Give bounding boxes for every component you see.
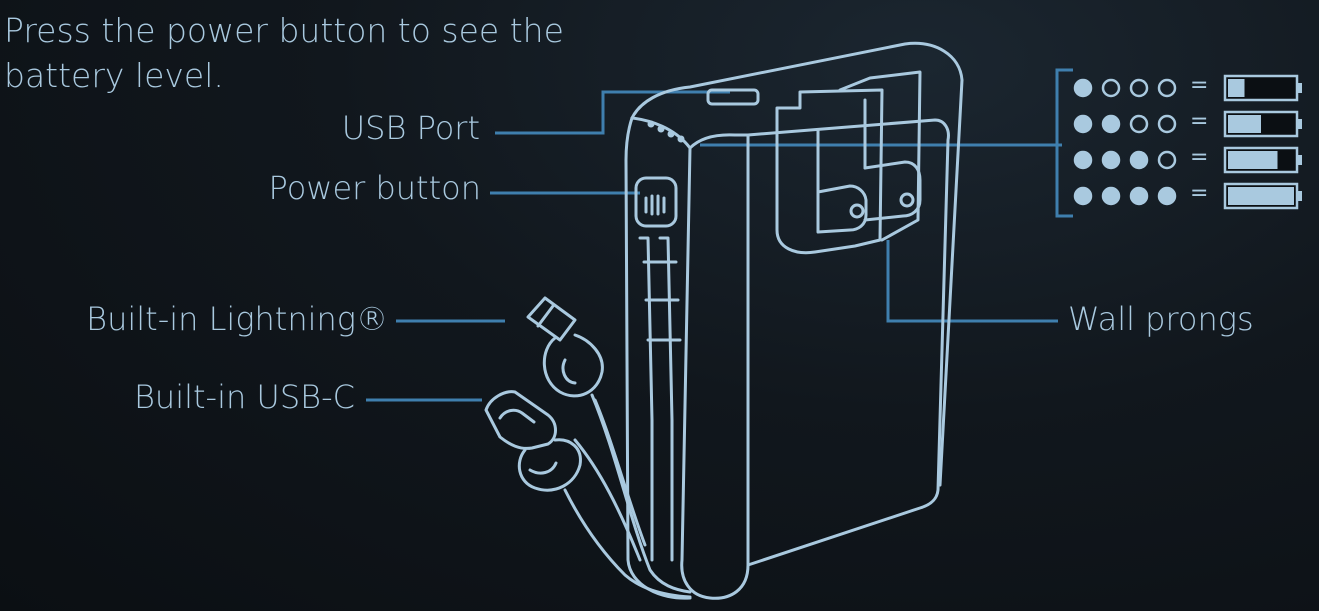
indicator-dot-off — [1157, 78, 1177, 98]
battery-fill — [1228, 79, 1245, 97]
leader-lines — [366, 68, 1073, 402]
battery-tip — [1297, 155, 1302, 165]
legend-equals: = — [1190, 145, 1209, 170]
legend-row — [1073, 182, 1302, 210]
battery-fill — [1228, 187, 1294, 205]
lightning-label: Built-in Lightning® — [86, 300, 388, 338]
body-side-inner — [630, 116, 692, 150]
legend-row — [1073, 146, 1302, 174]
indicator-dot-lit — [1073, 114, 1093, 134]
indicator-dot-lit — [1073, 150, 1093, 170]
legend-equals: = — [1190, 181, 1209, 206]
indicator-dot-lit — [1101, 186, 1121, 206]
usb-port — [706, 88, 760, 106]
indicator-dot-off — [1129, 78, 1149, 98]
indicator-dot-off — [1101, 78, 1121, 98]
legend-equals: = — [1190, 109, 1209, 134]
indicator-dot-lit — [1129, 150, 1149, 170]
legend-row — [1073, 110, 1302, 138]
legend-row — [1073, 74, 1302, 102]
front-face — [746, 118, 950, 567]
battery-tip — [1297, 119, 1302, 129]
power-button — [634, 176, 678, 228]
cable-channel — [638, 236, 682, 562]
body-front — [680, 133, 750, 600]
power-button-label: Power button — [268, 169, 481, 207]
indicator-dot-lit — [1157, 186, 1177, 206]
usb-c-cable — [563, 488, 692, 599]
battery-tip — [1297, 83, 1302, 93]
indicator-dot-lit — [1101, 114, 1121, 134]
power-bank — [484, 41, 964, 600]
indicator-dot-off — [1129, 114, 1149, 134]
body-side — [624, 116, 692, 600]
battery-tip — [1297, 191, 1302, 201]
indicator-dot-off — [1157, 150, 1177, 170]
body-top — [630, 41, 964, 487]
wall-prongs-label: Wall prongs — [1068, 300, 1254, 338]
battery-fill — [1228, 151, 1278, 169]
prong-right — [863, 160, 922, 222]
lightning-connector — [526, 296, 577, 342]
legend-equals: = — [1190, 73, 1209, 98]
leader-wall-prongs — [886, 240, 1058, 323]
battery-legend — [1073, 74, 1302, 210]
intro-text: Press the power button to see the batter… — [4, 11, 564, 95]
legend-bracket — [1055, 68, 1073, 218]
indicator-dot-lit — [1101, 150, 1121, 170]
indicator-dot-lit — [1129, 186, 1149, 206]
leader-usb-port — [495, 90, 730, 135]
indicator-dot-lit — [1073, 186, 1093, 206]
prong-left — [816, 184, 868, 234]
usb-c-connector — [484, 390, 557, 450]
lightning-cable — [590, 393, 692, 594]
usb-c-label: Built-in USB-C — [133, 378, 355, 416]
indicator-dot-lit — [1073, 78, 1093, 98]
usb-port-label: USB Port — [341, 109, 480, 147]
battery-fill — [1228, 115, 1261, 133]
prong-recess — [775, 88, 884, 255]
indicator-dot-off — [1157, 114, 1177, 134]
